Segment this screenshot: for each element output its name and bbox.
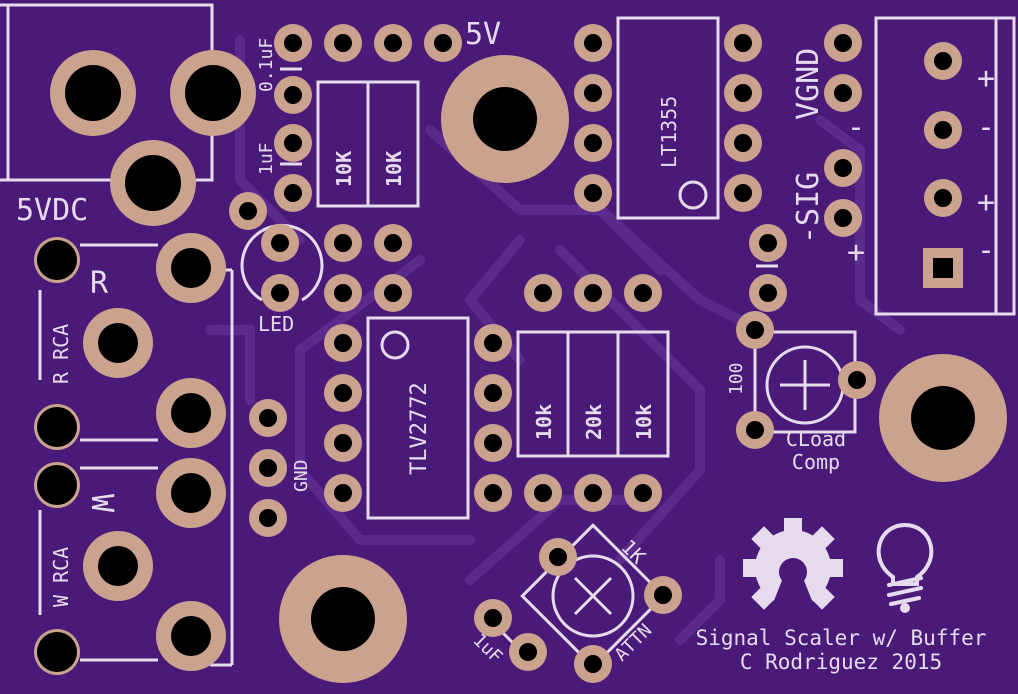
pad-hole-5 (284, 134, 302, 152)
pad-hole-33 (534, 484, 552, 502)
cap-mid-label: 1uF (256, 142, 277, 175)
author-label: C Rodriguez 2015 (740, 650, 942, 674)
pad-hole-24 (334, 434, 352, 452)
pad-hole-34 (584, 484, 602, 502)
title-label: Signal Scaler w/ Buffer (696, 626, 987, 650)
power-5vdc-label: 5VDC (16, 193, 88, 228)
pad-hole-8 (584, 34, 602, 52)
pad-hole-39 (834, 34, 852, 52)
cap-top-label: 0.1uF (256, 38, 277, 92)
pad-hole-23 (334, 384, 352, 402)
pad-hole-47 (759, 284, 777, 302)
ic-top-label: LT1355 (657, 96, 681, 168)
pad-hole-9 (584, 84, 602, 102)
pad-hole-40 (834, 84, 852, 102)
pad-hole-27 (484, 384, 502, 402)
pad-hole-19 (271, 284, 289, 302)
pad-hole-17 (334, 234, 352, 252)
pad-hole-48 (746, 321, 764, 339)
comp-label: Comp (792, 450, 840, 474)
pad-hole-1 (334, 34, 352, 52)
pad-hole-46 (759, 234, 777, 252)
pad-hole-31 (584, 284, 602, 302)
terminal-plus-1: + (977, 61, 995, 96)
gnd-label: GND (291, 459, 312, 492)
pad-hole-22 (334, 334, 352, 352)
res-e-label: 10k (632, 404, 656, 440)
pad-hole-55 (519, 643, 537, 661)
pad-hole-30 (534, 284, 552, 302)
lightbulb-icon (876, 522, 934, 613)
pad-hole-32 (634, 284, 652, 302)
pad-hole-54 (484, 609, 502, 627)
pad-hole-29 (484, 484, 502, 502)
terminal-minus-2: - (977, 233, 995, 268)
sig-label: -SIG (791, 172, 826, 244)
res-d-label: 20k (582, 404, 606, 440)
terminal-plus-2: + (977, 185, 995, 220)
vgnd-minus-label: - (847, 110, 865, 145)
pad-hole-12 (734, 34, 752, 52)
pad-hole-14 (734, 134, 752, 152)
pad-hole-16 (271, 234, 289, 252)
pad-hole-0 (284, 34, 302, 52)
pad-hole-44 (934, 121, 952, 139)
pad-hole-41 (834, 159, 852, 177)
pad-hole-10 (584, 134, 602, 152)
power-5v-label: 5V (465, 17, 501, 52)
pad-hole-38 (259, 509, 277, 527)
pad-hole-36 (259, 409, 277, 427)
traces (205, 35, 905, 645)
pad-hole-25 (334, 484, 352, 502)
r-letter-label: R (90, 266, 109, 301)
pad-hole-52 (654, 586, 672, 604)
res-a-label: 10K (332, 151, 356, 187)
pad-hole-3 (434, 34, 452, 52)
pad-hole-21 (384, 284, 402, 302)
w-letter-label: W (84, 494, 119, 513)
pad-hole-7 (239, 202, 257, 220)
power-jack-pads (50, 50, 256, 226)
terminal-minus-1: - (977, 110, 995, 145)
led-label: LED (258, 312, 294, 336)
pad-hole-11 (584, 184, 602, 202)
pad-hole-20 (334, 284, 352, 302)
sig-plus-label: + (847, 235, 865, 270)
through-hole-pads (229, 24, 962, 683)
w-rca-label: W RCA (49, 547, 73, 607)
r100-label: 100 (726, 362, 747, 395)
cload-label: CLoad (786, 427, 846, 451)
rca-jack-pads (34, 233, 226, 675)
pad-hole-53 (584, 655, 602, 673)
pad-hole-15 (734, 184, 752, 202)
r-rca-label: R RCA (49, 324, 73, 384)
pad-hole-42 (834, 209, 852, 227)
pad-hole-43 (934, 52, 952, 70)
res-c-label: 10k (532, 404, 556, 440)
pad-hole-50 (848, 371, 866, 389)
pad-hole-49 (746, 421, 764, 439)
pad-hole-37 (259, 459, 277, 477)
res-b-label: 10K (382, 151, 406, 187)
pad-hole-18 (384, 234, 402, 252)
pad-hole-28 (484, 434, 502, 452)
pad-hole-4 (284, 86, 302, 104)
vgnd-label: VGND (791, 48, 826, 120)
pad-hole-26 (484, 334, 502, 352)
pad-hole-35 (634, 484, 652, 502)
open-hardware-gear-icon (743, 518, 843, 610)
pad-hole-2 (384, 34, 402, 52)
pad-hole-51 (549, 548, 567, 566)
mounting-holes (279, 55, 1007, 683)
pad-hole-45 (934, 189, 952, 207)
pad-hole-6 (284, 184, 302, 202)
ic-mid-label: TLV2772 (407, 382, 432, 475)
pad-hole-13 (734, 84, 752, 102)
